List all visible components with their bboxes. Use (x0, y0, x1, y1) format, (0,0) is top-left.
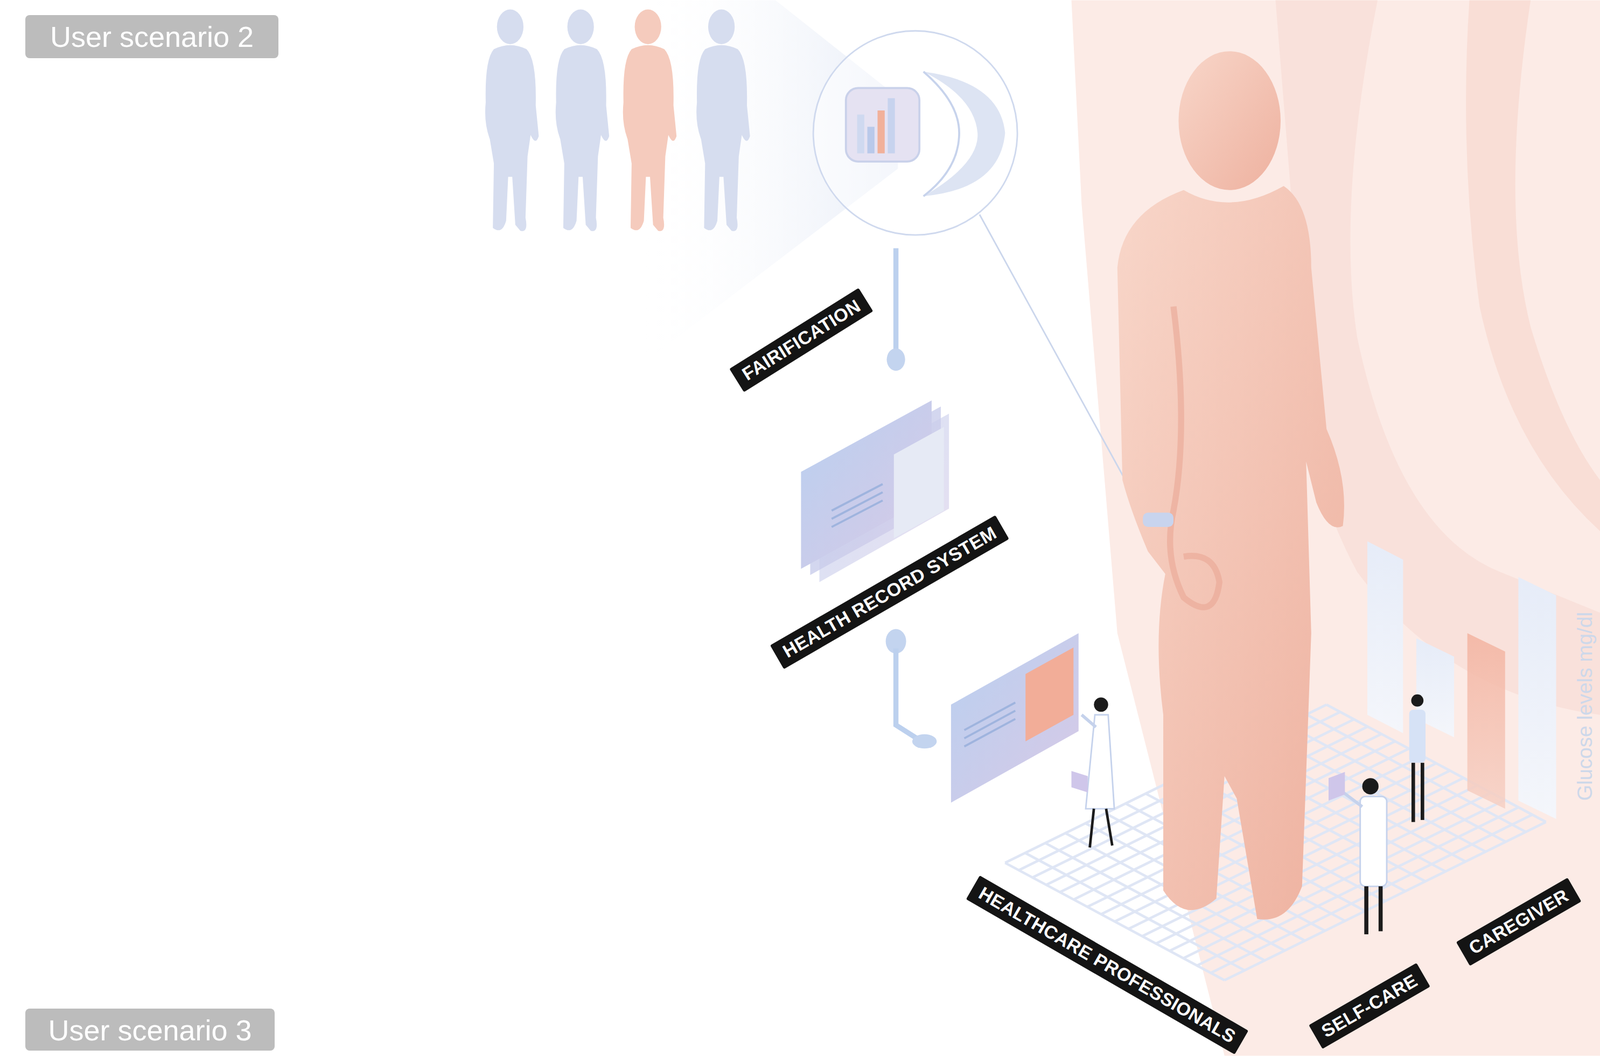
node-text: User scenario 3 (47, 1013, 252, 1046)
scenario-badge: User scenario 2 (25, 15, 279, 59)
scenario-badge: User scenario 3 (25, 1008, 275, 1051)
label-tag: FAIRIFICATION (729, 287, 873, 392)
node-text: FAIRIFICATION (738, 295, 864, 384)
node-text: User scenario 2 (50, 20, 254, 53)
axis-label: Glucose levels mg/dl (1573, 611, 1597, 801)
grid-line (1183, 799, 1505, 959)
